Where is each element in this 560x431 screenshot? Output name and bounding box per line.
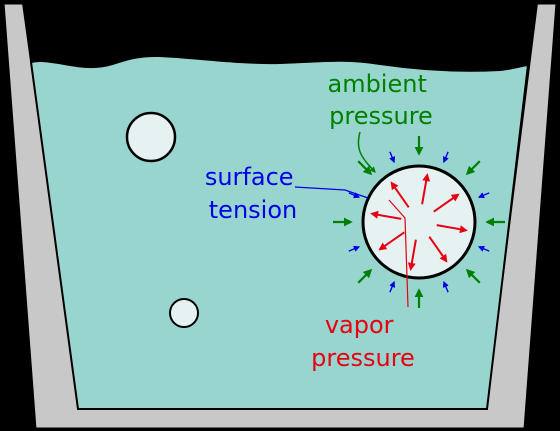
vapor-pressure-arrow (370, 210, 402, 220)
ambient-leader-line (357, 131, 376, 173)
surface-tension-arrow (348, 245, 361, 252)
vapor-pressure-arrow (436, 224, 468, 234)
vapor-pressure-arrow (421, 173, 431, 205)
ambient-pressure-arrow (357, 268, 373, 284)
small-bubble-upper (125, 111, 177, 163)
surface-tension-arrows (348, 151, 490, 293)
vapor-pressure-arrow (433, 193, 460, 213)
surface-tension-label: surface tension (205, 163, 301, 224)
ambient-pressure-arrow (357, 160, 373, 176)
vapor-pressure-arrows (370, 173, 468, 271)
small-bubble-lower (169, 298, 199, 328)
ambient-pressure-arrows (333, 136, 505, 308)
vapor-leader-line (388, 199, 409, 308)
surface-tension-arrow (389, 280, 396, 293)
surface-tension-arrow (477, 245, 490, 252)
surface-tension-arrow (442, 151, 449, 164)
ambient-pressure-arrow (465, 160, 481, 176)
main-bubble (361, 164, 477, 280)
surface-tension-arrow (389, 151, 396, 164)
vapor-pressure-arrow (390, 181, 410, 208)
vapor-pressure-arrow (378, 231, 405, 251)
ambient-pressure-label: ambient pressure (327, 70, 434, 130)
surface-tension-arrow (348, 192, 361, 199)
ambient-pressure-arrow (465, 268, 481, 284)
vapor-pressure-arrow (428, 236, 448, 263)
vapor-pressure-label: vapor pressure (311, 311, 415, 372)
surface-leader-line (294, 186, 369, 199)
vapor-pressure-arrow (407, 239, 417, 271)
surface-tension-arrow (442, 280, 449, 293)
surface-tension-arrow (477, 192, 490, 199)
